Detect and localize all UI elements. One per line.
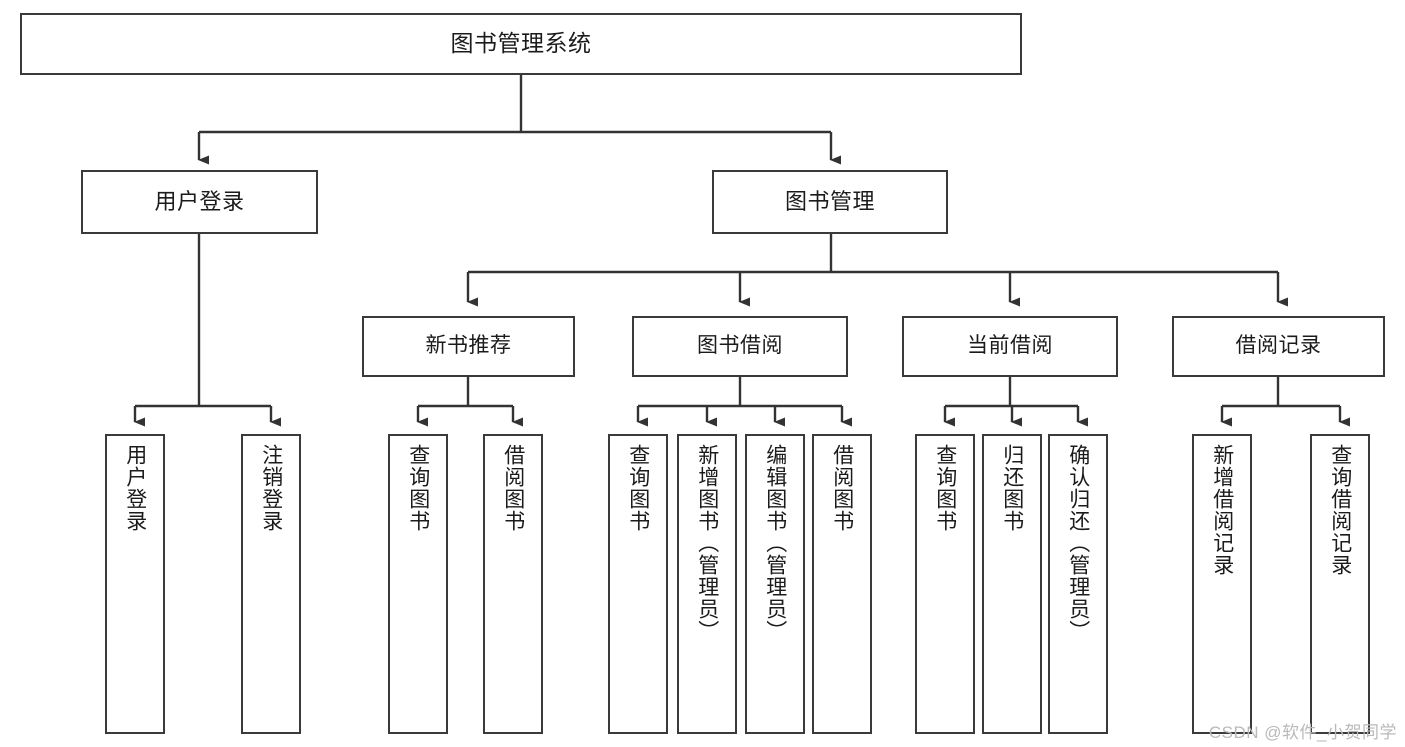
node-leaf-query-book-b[interactable]: 查询图书 (608, 434, 668, 734)
node-borrow-record[interactable]: 借阅记录 (1172, 316, 1385, 377)
node-leaf-query-book-c[interactable]: 查询图书 (915, 434, 975, 734)
node-leaf-borrow-book-b-label: 借阅图书 (830, 444, 854, 532)
node-user-login[interactable]: 用户登录 (81, 170, 318, 234)
node-leaf-add-book[interactable]: 新增图书（管理员） (677, 434, 737, 734)
node-borrow-record-label: 借阅记录 (1235, 334, 1322, 358)
node-current-borrow-label: 当前借阅 (967, 334, 1053, 358)
node-leaf-query-book-a[interactable]: 查询图书 (388, 434, 448, 734)
node-book-manage[interactable]: 图书管理 (712, 170, 948, 234)
node-leaf-user-login[interactable]: 用户登录 (105, 434, 165, 734)
node-leaf-edit-book-label: 编辑图书（管理员） (763, 444, 787, 642)
node-root-label: 图书管理系统 (450, 30, 592, 57)
node-leaf-confirm-return[interactable]: 确认归还（管理员） (1048, 434, 1108, 734)
node-book-borrow[interactable]: 图书借阅 (632, 316, 848, 377)
node-leaf-query-record-label: 查询借阅记录 (1328, 444, 1352, 576)
node-leaf-confirm-return-label: 确认归还（管理员） (1066, 444, 1090, 642)
node-new-book-recommend-label: 新书推荐 (425, 334, 512, 358)
node-leaf-add-book-label: 新增图书（管理员） (695, 444, 719, 642)
node-leaf-query-record[interactable]: 查询借阅记录 (1310, 434, 1370, 734)
node-leaf-logout[interactable]: 注销登录 (241, 434, 301, 734)
node-leaf-borrow-book-a[interactable]: 借阅图书 (483, 434, 543, 734)
node-root[interactable]: 图书管理系统 (20, 13, 1022, 75)
node-leaf-borrow-book-b[interactable]: 借阅图书 (812, 434, 872, 734)
node-user-login-label: 用户登录 (154, 189, 245, 215)
node-current-borrow[interactable]: 当前借阅 (902, 316, 1118, 377)
node-leaf-query-book-a-label: 查询图书 (406, 444, 430, 532)
node-leaf-borrow-book-a-label: 借阅图书 (501, 444, 525, 532)
node-new-book-recommend[interactable]: 新书推荐 (362, 316, 575, 377)
node-leaf-add-record-label: 新增借阅记录 (1210, 444, 1234, 576)
node-leaf-edit-book[interactable]: 编辑图书（管理员） (745, 434, 805, 734)
node-leaf-return-book-label: 归还图书 (1000, 444, 1024, 532)
node-book-manage-label: 图书管理 (784, 189, 875, 215)
node-leaf-query-book-c-label: 查询图书 (933, 444, 957, 532)
node-leaf-return-book[interactable]: 归还图书 (982, 434, 1042, 734)
node-leaf-logout-label: 注销登录 (259, 444, 283, 532)
node-leaf-user-login-label: 用户登录 (123, 444, 147, 532)
node-book-borrow-label: 图书借阅 (697, 334, 783, 358)
node-leaf-query-book-b-label: 查询图书 (626, 444, 650, 532)
node-leaf-add-record[interactable]: 新增借阅记录 (1192, 434, 1252, 734)
